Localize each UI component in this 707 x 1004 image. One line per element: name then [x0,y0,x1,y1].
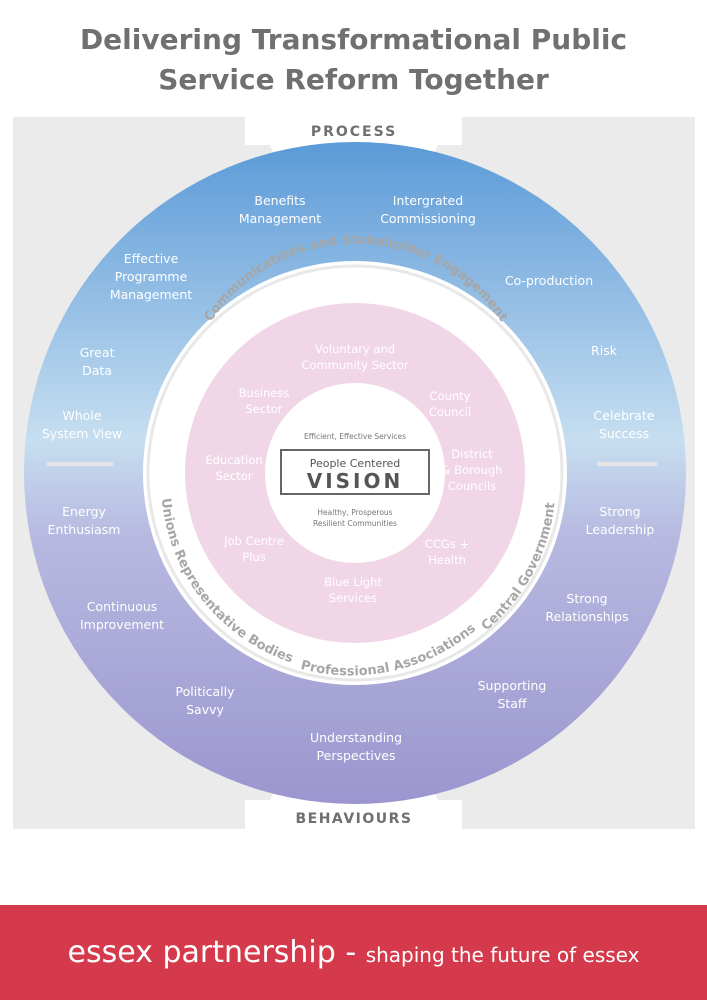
process-item-1-line-0: Intergrated [393,193,463,208]
sector-item-4-line-2: Councils [448,479,496,493]
sector-item-5-line-1: Plus [242,550,265,564]
vision-box [280,449,430,495]
sector-item-2-line-1: Council [429,405,471,419]
process-item-14-line-1: Perspectives [317,748,396,763]
sector-item-1-line-0: Business [239,386,290,400]
process-item-12-line-1: Savvy [186,702,224,717]
process-item-0-line-0: Benefits [254,193,305,208]
process-item-7-line-0: Celebrate [594,408,655,423]
process-item-4-line-1: Data [82,363,112,378]
sector-item-4-line-0: District [451,447,493,461]
process-item-12-line-0: Politically [176,684,236,699]
sector-item-6-line-1: Health [428,553,466,567]
stakeholder-ring-border [146,264,564,682]
sector-item-7-line-1: Services [329,591,378,605]
center-top-text: Efficient, Effective Services [304,432,406,441]
process-item-5: Risk [591,343,618,358]
sector-item-7-line-0: Blue Light [324,575,382,589]
sector-item-6: CCGs + Health [425,537,469,567]
behaviours-label: BEHAVIOURS [295,811,412,827]
sector-item-2-line-0: County [430,389,471,403]
process-item-0-line-1: Management [239,211,321,226]
process-label: PROCESS [311,124,397,140]
page-title: Delivering Transformational Public Servi… [0,20,707,100]
sector-item-1-line-1: Sector [246,402,283,416]
process-item-13-line-0: Supporting [478,678,547,693]
process-item-10-line-0: Continuous [87,599,158,614]
sector-item-6-line-0: CCGs + [425,537,469,551]
process-item-8-line-1: Enthusiasm [48,522,121,537]
sector-item-0-line-1: Community Sector [301,358,408,372]
process-item-3-line-0: Co-production [505,273,593,288]
process-item-2-line-2: Management [110,287,192,302]
sector-item-3-line-1: Sector [216,469,253,483]
process-item-11-line-1: Relationships [545,609,628,624]
process-item-3: Co-production [505,273,593,288]
process-item-6-line-1: System View [42,426,122,441]
process-item-1-line-1: Commissioning [380,211,476,226]
process-item-8-line-0: Energy [62,504,106,519]
footer-tagline: shaping the future of essex [365,943,640,967]
title-line-1: Delivering Transformational Public [79,23,628,56]
title-line-2: Service Reform Together [158,63,549,96]
sector-item-0-line-0: Voluntary and [315,342,395,356]
process-item-9-line-1: Leadership [586,522,655,537]
sector-item-3-line-0: Education [205,453,262,467]
process-item-2-line-0: Effective [124,251,179,266]
process-item-10-line-1: Improvement [80,617,164,632]
process-item-14-line-0: Understanding [310,730,402,745]
process-item-4-line-0: Great [80,345,115,360]
vision-box-line-1: People Centered [310,457,401,470]
process-item-6-line-0: Whole [62,408,101,423]
process-item-2-line-1: Programme [115,269,188,284]
center-bottom-line-2: Resilient Communities [313,519,397,528]
vision-box-line-2: VISION [307,469,404,493]
process-item-11-line-0: Strong [566,591,607,606]
process-item-7-line-1: Success [599,426,649,441]
footer-brand: essex partnership - [67,935,366,970]
process-item-9-line-0: Strong [599,504,640,519]
center-bottom-line-1: Healthy, Prosperous [317,508,392,517]
footer-banner: essex partnership - shaping the future o… [0,905,707,1000]
sector-item-4-line-1: & Borough [442,463,503,477]
sector-item-5-line-0: Job Centre [223,534,284,548]
process-item-5-line-0: Risk [591,343,618,358]
process-item-13-line-1: Staff [497,696,526,711]
